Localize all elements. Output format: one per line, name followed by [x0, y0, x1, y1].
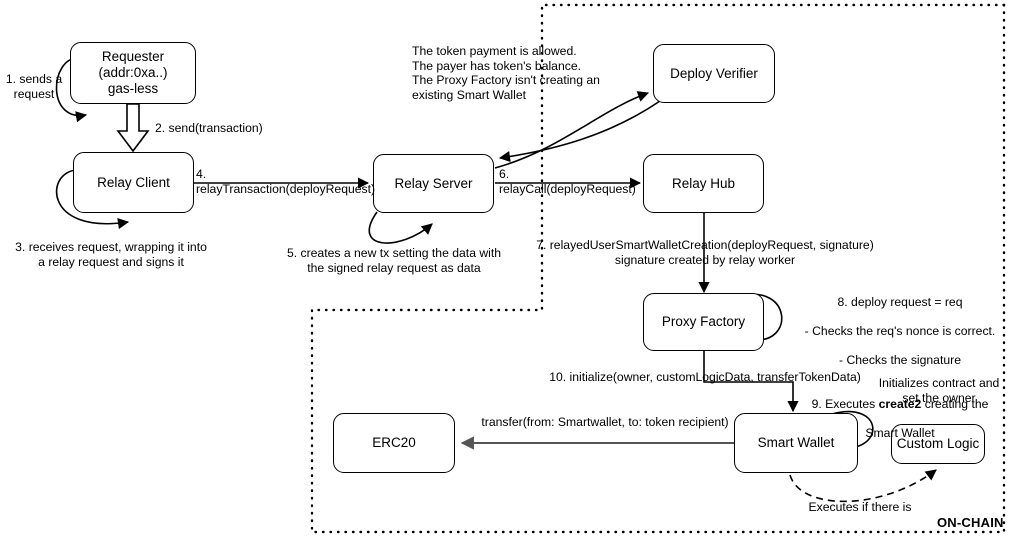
on-chain-label: ON-CHAIN: [937, 515, 1004, 530]
note-initializes-contract: Initializes contract and set the owner: [878, 376, 1000, 405]
node-proxy-factory-label: Proxy Factory: [661, 314, 746, 329]
node-erc20-label: ERC20: [372, 435, 416, 450]
note-step-1: 1. sends a request: [5, 72, 63, 101]
node-proxy-factory[interactable]: Proxy Factory: [643, 293, 764, 351]
note-step-4: 4. relayTransaction(deployRequest): [196, 167, 376, 196]
node-deploy-verifier[interactable]: Deploy Verifier: [653, 44, 775, 103]
edge-requester-to-relay-client: [116, 103, 150, 153]
note-step-10: 10. initialize(owner, customLogicData, t…: [549, 370, 861, 384]
note-step-9-line-2: Smart Wallet: [865, 425, 935, 440]
edge-relay-server-self: [368, 211, 433, 244]
note-verifier-conditions: The token payment is allowed. The payer …: [412, 44, 600, 102]
node-erc20[interactable]: ERC20: [333, 413, 455, 473]
note-step-8-line-2: - Checks the req's nonce is correct.: [804, 323, 996, 338]
node-relay-server-label: Relay Server: [394, 175, 473, 191]
edge-deploy-verifier-to-relay-server: [498, 100, 661, 163]
note-step-8-line-1: 8. deploy request = req: [837, 294, 963, 309]
node-requester-label: Requester (addr:0xa..) gas-less: [98, 49, 168, 96]
note-step-8-line-3: - Checks the signature: [839, 352, 961, 367]
note-step-7: 7. relayedUserSmartWalletCreation(deploy…: [536, 238, 874, 267]
note-step-2: 2. send(transaction): [155, 121, 263, 135]
note-step-6: 6. relayCall(deployRequest): [499, 167, 636, 196]
node-relay-client-label: Relay Client: [97, 174, 170, 190]
node-relay-hub[interactable]: Relay Hub: [643, 154, 764, 213]
node-relay-client[interactable]: Relay Client: [73, 152, 194, 213]
node-deploy-verifier-label: Deploy Verifier: [670, 65, 758, 81]
node-relay-server[interactable]: Relay Server: [373, 154, 494, 213]
note-transfer: transfer(from: Smartwallet, to: token re…: [481, 415, 729, 429]
node-requester[interactable]: Requester (addr:0xa..) gas-less: [70, 42, 196, 104]
edge-smart-wallet-to-custom-logic: [789, 469, 937, 503]
note-step-9-prefix: 9. Executes: [811, 396, 879, 411]
note-step-8-9: 8. deploy request = req - Checks the req…: [790, 280, 1009, 455]
note-executes-if-there-is: Executes if there is: [808, 500, 912, 514]
node-relay-hub-label: Relay Hub: [671, 175, 736, 191]
note-step-5: 5. creates a new tx setting the data wit…: [286, 246, 502, 275]
edge-relay-server-to-deploy-verifier: [494, 91, 650, 169]
note-step-3: 3. receives request, wrapping it into a …: [15, 240, 207, 269]
